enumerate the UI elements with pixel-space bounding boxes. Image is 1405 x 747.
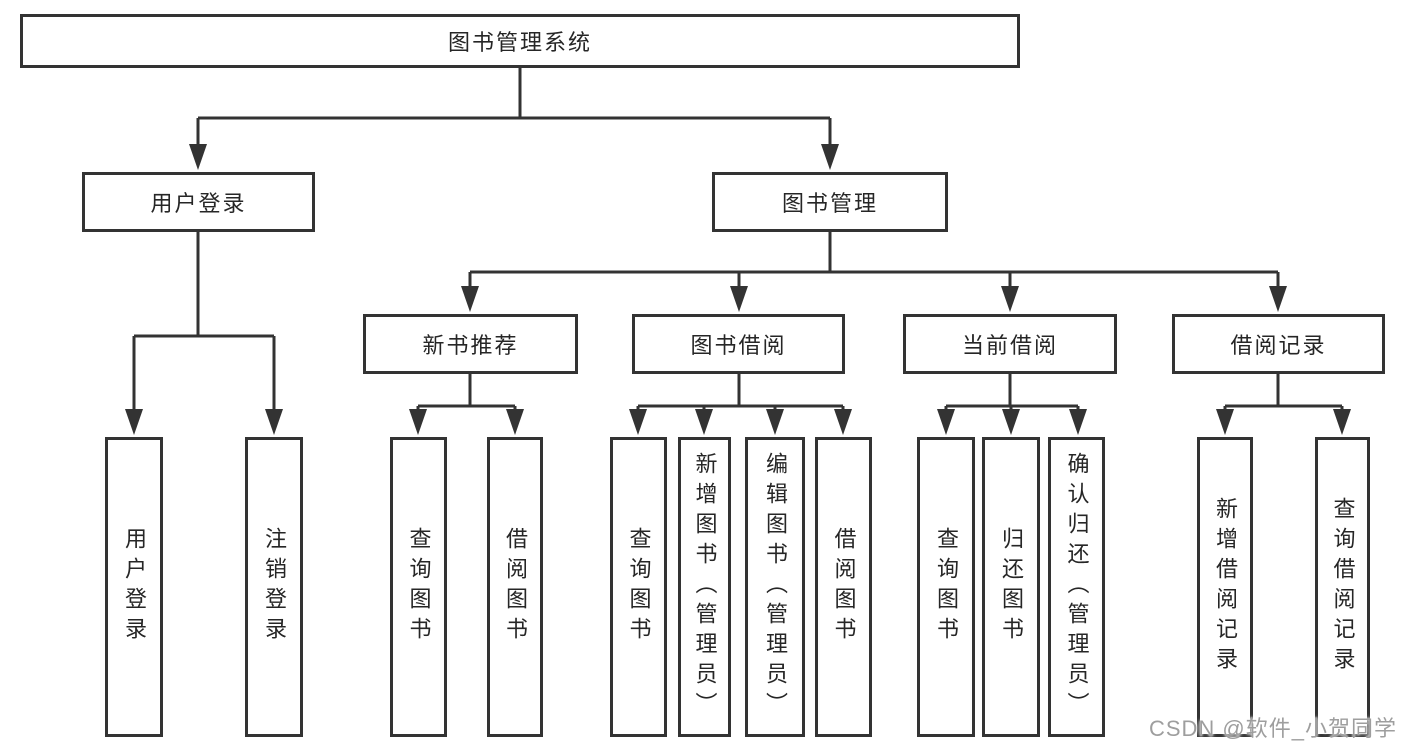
- node-leaf-user-login: 用户登录: [105, 437, 163, 737]
- node-leaf-edit-book-admin: 编辑图书（管理员）: [745, 437, 805, 737]
- node-user-login: 用户登录: [82, 172, 315, 232]
- node-leaf-query-books-current: 查询图书: [917, 437, 975, 737]
- node-current-borrow: 当前借阅: [903, 314, 1117, 374]
- node-leaf-return-books: 归还图书: [982, 437, 1040, 737]
- node-leaf-logout: 注销登录: [245, 437, 303, 737]
- node-new-book-recommend: 新书推荐: [363, 314, 578, 374]
- connector-user-login: [125, 232, 283, 435]
- connector-book-management: [461, 232, 1287, 312]
- connector-new-book-recommend: [409, 374, 524, 435]
- node-root-library-system: 图书管理系统: [20, 14, 1020, 68]
- node-book-management: 图书管理: [712, 172, 948, 232]
- node-leaf-borrow-books-recommend: 借阅图书: [487, 437, 543, 737]
- node-leaf-borrow-books: 借阅图书: [815, 437, 872, 737]
- connector-borrow-records: [1216, 374, 1351, 435]
- node-borrow-records: 借阅记录: [1172, 314, 1385, 374]
- csdn-watermark: CSDN @软件_小贺同学: [1148, 716, 1397, 741]
- node-leaf-query-borrow-record: 查询借阅记录: [1315, 437, 1370, 737]
- connector-book-borrow: [629, 374, 852, 435]
- node-leaf-confirm-return-admin: 确认归还（管理员）: [1048, 437, 1105, 737]
- node-leaf-query-books-recommend: 查询图书: [390, 437, 447, 737]
- node-book-borrow: 图书借阅: [632, 314, 845, 374]
- node-leaf-query-books-borrow: 查询图书: [610, 437, 667, 737]
- node-leaf-add-book-admin: 新增图书（管理员）: [678, 437, 731, 737]
- connector-current-borrow: [937, 374, 1087, 435]
- connector-root: [189, 68, 839, 170]
- node-leaf-add-borrow-record: 新增借阅记录: [1197, 437, 1253, 737]
